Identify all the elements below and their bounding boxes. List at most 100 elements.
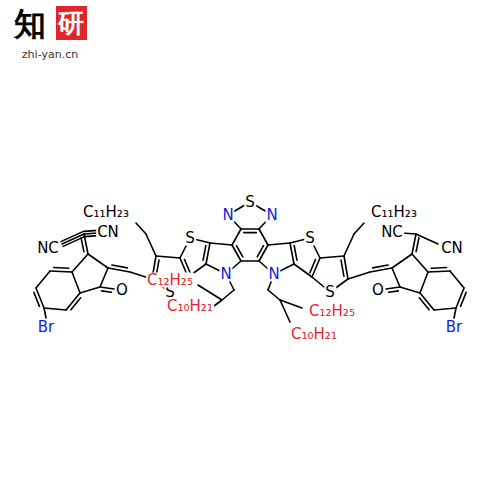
chemical-bond (456, 288, 464, 308)
chemical-bond (66, 293, 80, 310)
chemical-bond (257, 246, 263, 257)
chemical-bond (241, 260, 259, 262)
atom-label: Br (37, 320, 55, 335)
chemical-bond (72, 254, 88, 272)
atom-label: O (371, 283, 385, 298)
atom-label: N (265, 208, 278, 223)
chemical-bond (53, 267, 68, 269)
chemical-bond (416, 238, 419, 252)
chemical-bond (214, 300, 222, 306)
alkyl-chain: C₁₂H₂₅ (308, 304, 356, 319)
atom-label: O (115, 283, 129, 298)
chemical-bond (50, 271, 72, 272)
alkyl-chain: C₁₀H₂₁ (290, 327, 338, 342)
chemical-bond (428, 271, 450, 272)
atom-label: S (324, 285, 336, 300)
chemical-bond (232, 245, 241, 261)
chemical-bond (420, 293, 434, 310)
chemical-bond (280, 300, 290, 322)
nitrile-group: CN (96, 225, 120, 240)
watermark-char: 研 (57, 10, 85, 36)
chemical-bond (232, 229, 241, 245)
chemical-bond (44, 308, 66, 310)
chemical-bond (156, 256, 180, 258)
alkyl-chain: C₁₀H₂₁ (166, 299, 214, 314)
chemical-bond (259, 229, 268, 245)
chemical-bond (370, 268, 392, 272)
atom-label: S (244, 195, 256, 210)
chemical-bond (416, 234, 438, 244)
chemical-bond (461, 292, 467, 306)
chemical-bond (203, 245, 206, 260)
chemical-bond (392, 268, 400, 287)
chemical-bond (71, 298, 81, 310)
chemical-bond (412, 254, 428, 272)
chemical-bond (268, 243, 290, 245)
atom-label: S (304, 231, 316, 246)
chemical-bond (431, 267, 446, 269)
watermark-url: zhi-yan.cn (21, 49, 79, 60)
chemical-bond (268, 290, 280, 300)
watermark-box (56, 6, 87, 40)
chemical-bond (310, 259, 316, 272)
chemical-bond (259, 245, 268, 261)
watermark-char: 知 (13, 8, 47, 40)
chemical-bond (63, 236, 85, 246)
chemical-bond (386, 287, 400, 289)
chemical-bond (354, 223, 364, 234)
chemical-bond (412, 234, 416, 254)
chemical-bond (100, 268, 108, 287)
chemical-bond (241, 228, 259, 230)
atom-label: N (267, 267, 280, 282)
chemical-bond (206, 243, 210, 264)
chemical-bond (320, 256, 344, 258)
chemical-bond (222, 290, 234, 300)
atom-label: N (219, 267, 232, 282)
chemical-bond (402, 233, 416, 234)
chemical-bond (450, 271, 464, 288)
chemical-bond (244, 232, 257, 234)
chemical-bond (419, 298, 429, 310)
alkyl-chain: C₁₂H₂₅ (146, 273, 194, 288)
chemical-bond (341, 260, 344, 276)
chemical-bond (312, 258, 320, 277)
chemical-bond (108, 268, 130, 272)
atom-label: N (221, 208, 234, 223)
chemical-bond (290, 243, 294, 264)
chemical-bond (389, 291, 399, 292)
chemical-bond (34, 292, 40, 306)
chemical-bond (136, 223, 146, 234)
chemical-bond (44, 308, 46, 318)
chemical-bond (392, 254, 412, 268)
atom-label: Br (445, 320, 463, 335)
nitrile-group: NC (380, 225, 404, 240)
chemical-bond (400, 287, 420, 293)
chemical-bond (81, 238, 84, 252)
nitrile-group: CN (440, 241, 464, 256)
chemical-bond (88, 254, 108, 268)
chemical-bond (420, 272, 428, 293)
nitrile-group: NC (36, 241, 60, 256)
chemical-bond (112, 265, 127, 268)
chemical-bond (344, 234, 354, 256)
chemical-bond (36, 271, 50, 288)
chemical-bond (102, 291, 112, 292)
chemical-bond (36, 288, 44, 308)
chemical-bond (344, 256, 348, 279)
chemical-bond (72, 272, 80, 293)
chemical-bond (294, 245, 297, 260)
alkyl-chain: C₁₁H₂₃ (370, 205, 418, 220)
chemical-bond (210, 243, 232, 245)
chemical-bond (434, 308, 456, 310)
chemical-bond (373, 265, 388, 268)
chemical-bond (185, 259, 191, 272)
chemical-bond (100, 287, 114, 289)
alkyl-chain: C₁₁H₂₃ (82, 205, 130, 220)
atom-label: S (184, 231, 196, 246)
chemical-bond (294, 264, 312, 277)
chemical-bond (80, 287, 100, 293)
chemical-bond (348, 272, 370, 279)
chemical-bond (454, 308, 456, 318)
